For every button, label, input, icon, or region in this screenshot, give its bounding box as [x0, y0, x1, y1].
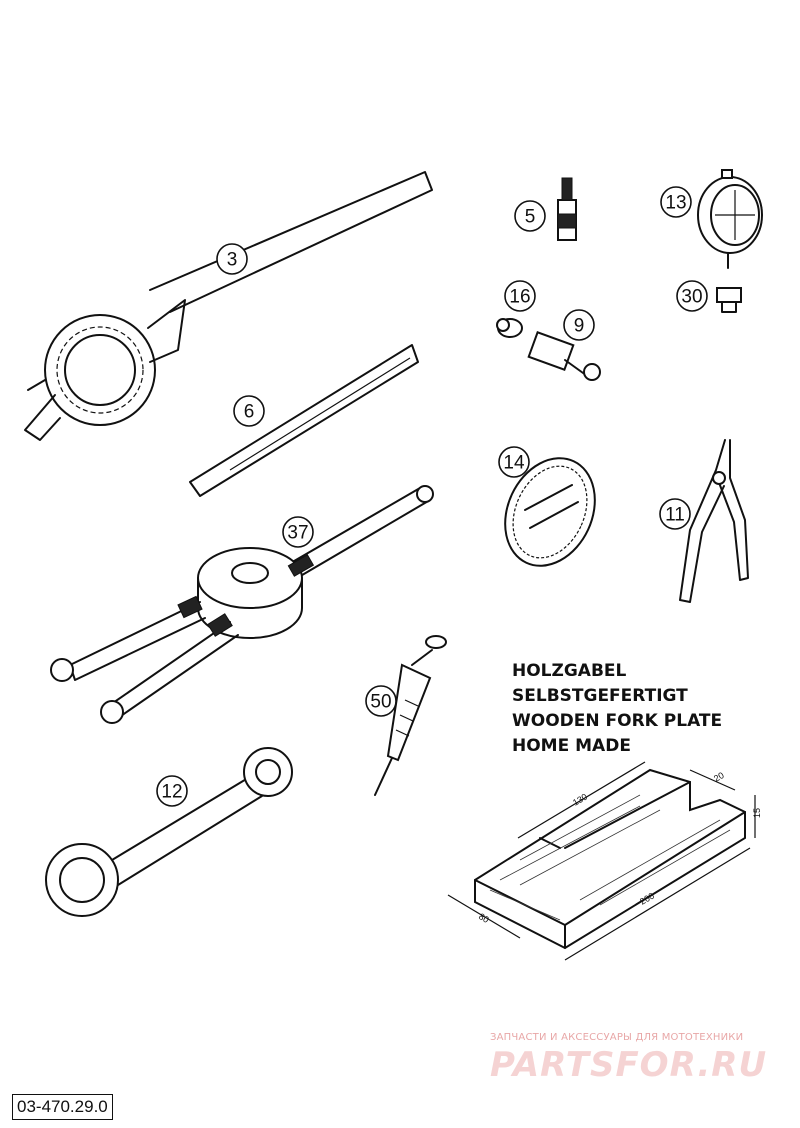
callout-12: 12	[156, 775, 188, 807]
part-6-flat-bar	[189, 344, 419, 497]
watermark: ЗАПЧАСТИ И АКСЕССУАРЫ ДЛЯ МОТОТЕХНИКИ PA…	[490, 1032, 790, 1085]
part-9-bolt-puller	[527, 331, 601, 381]
svg-text:14: 14	[503, 453, 525, 474]
dimension-length-top: 130	[571, 792, 589, 808]
part-14-disc	[504, 457, 596, 567]
callout-9: 9	[563, 309, 595, 341]
callout-5: 5	[514, 200, 546, 232]
callout-16: 16	[504, 280, 536, 312]
part-5-bottle	[557, 177, 577, 241]
part-37-fork-tool	[50, 485, 434, 724]
svg-text:50: 50	[370, 692, 391, 713]
callout-14: 14	[498, 446, 530, 478]
callout-6: 6	[233, 395, 265, 427]
wooden-fork-plate	[447, 761, 756, 961]
callout-11: 11	[659, 498, 691, 530]
part-3-clutch-holder-wrench	[24, 171, 433, 441]
part-30-fitting	[716, 287, 742, 313]
svg-text:30: 30	[681, 287, 702, 308]
callout-37: 37	[282, 516, 314, 548]
svg-text:9: 9	[574, 316, 585, 337]
callout-3: 3	[216, 243, 248, 275]
watermark-caption: ЗАПЧАСТИ И АКСЕССУАРЫ ДЛЯ МОТОТЕХНИКИ	[490, 1032, 744, 1043]
svg-text:3: 3	[227, 250, 238, 271]
note-line-1: HOLZGABEL	[512, 661, 627, 681]
svg-text:37: 37	[287, 523, 308, 544]
part-16-bushing	[496, 318, 523, 338]
watermark-logo: PARTSFOR.RU	[490, 1045, 768, 1085]
part-11-circlip-pliers	[679, 439, 749, 603]
svg-text:6: 6	[244, 402, 255, 423]
dimension-height: 15	[752, 808, 762, 818]
part-12-pin-wrench	[45, 747, 293, 917]
callout-13: 13	[660, 186, 692, 218]
dimension-width: 80	[477, 911, 491, 925]
note-line-4: HOME MADE	[512, 736, 631, 756]
note-line-2: SELBSTGEFERTIGT	[512, 686, 688, 706]
document-code: 03-470.29.0	[12, 1094, 113, 1120]
part-13-dial-gauge	[697, 169, 763, 269]
svg-text:11: 11	[665, 505, 685, 526]
note-line-3: WOODEN FORK PLATE	[512, 711, 722, 731]
dimension-width-right: 20	[712, 770, 726, 784]
callout-30: 30	[676, 280, 708, 312]
callout-50: 50	[365, 685, 397, 717]
part-50-grease-syringe	[374, 635, 447, 796]
svg-text:12: 12	[161, 782, 182, 803]
svg-text:5: 5	[525, 207, 536, 228]
svg-text:13: 13	[665, 193, 686, 214]
svg-text:16: 16	[509, 287, 530, 308]
